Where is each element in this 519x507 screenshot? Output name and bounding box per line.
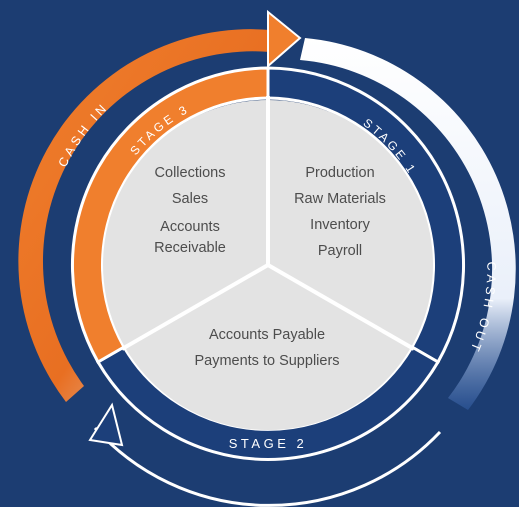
section-item: Raw Materials [294, 191, 386, 207]
stage-2-section: Accounts Payable Payments to Suppliers [178, 322, 356, 374]
section-item: Inventory [310, 217, 370, 233]
arrow-head-icon [88, 402, 124, 447]
cash-in-arc [18, 29, 270, 402]
divider-left [121, 263, 269, 351]
stage-1-section: Production Raw Materials Inventory Payro… [282, 160, 398, 264]
stage-2-label: STAGE 2 [229, 436, 307, 451]
section-item: Accounts Payable [208, 327, 326, 343]
section-item: Accounts [160, 219, 220, 235]
section-item: Payments to Suppliers [194, 353, 340, 369]
section-item: Production [305, 165, 375, 181]
cash-out-arc [300, 38, 516, 410]
section-item: Receivable [154, 240, 226, 256]
stage-3-ring [70, 66, 270, 365]
divider-right [267, 263, 415, 351]
section-item: Sales [171, 191, 209, 207]
section-item: Collections [154, 165, 226, 181]
section-item: Payroll [317, 243, 363, 259]
arrow-head-icon [267, 9, 302, 69]
bottom-return-arc [93, 426, 442, 507]
stage-3-section: Collections Sales Accounts Receivable [138, 160, 242, 258]
